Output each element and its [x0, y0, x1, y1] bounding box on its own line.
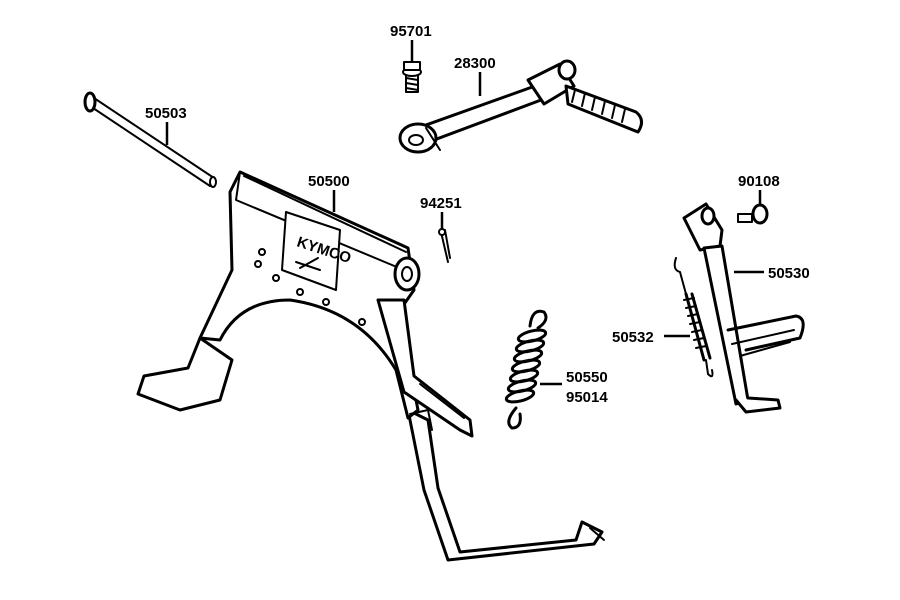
label-94251: 94251: [420, 195, 462, 212]
part-labels: 95701 28300 50503 50500 94251 90108 5053…: [145, 23, 810, 406]
main-stand-50500-drawing: KYMCO: [136, 170, 605, 562]
bolt-90108-drawing: [737, 203, 769, 225]
spring-50532-drawing: [673, 257, 714, 378]
label-95014: 95014: [566, 389, 608, 406]
pin-50503-drawing: [83, 91, 217, 188]
label-95701: 95701: [390, 23, 432, 40]
kick-lever-28300-drawing: [398, 59, 643, 154]
spring-50550-drawing: [504, 309, 548, 430]
label-50503: 50503: [145, 105, 187, 122]
label-50500: 50500: [308, 173, 350, 190]
side-stand-50530-drawing: [682, 202, 805, 414]
label-50530: 50530: [768, 265, 810, 282]
bolt-95701-drawing: [402, 61, 422, 93]
label-50550: 50550: [566, 369, 608, 386]
label-90108: 90108: [738, 173, 780, 190]
leader-lines: [165, 40, 764, 386]
label-28300: 28300: [454, 55, 496, 72]
cotter-pin-94251-drawing: [438, 228, 451, 263]
label-50532: 50532: [612, 329, 654, 346]
